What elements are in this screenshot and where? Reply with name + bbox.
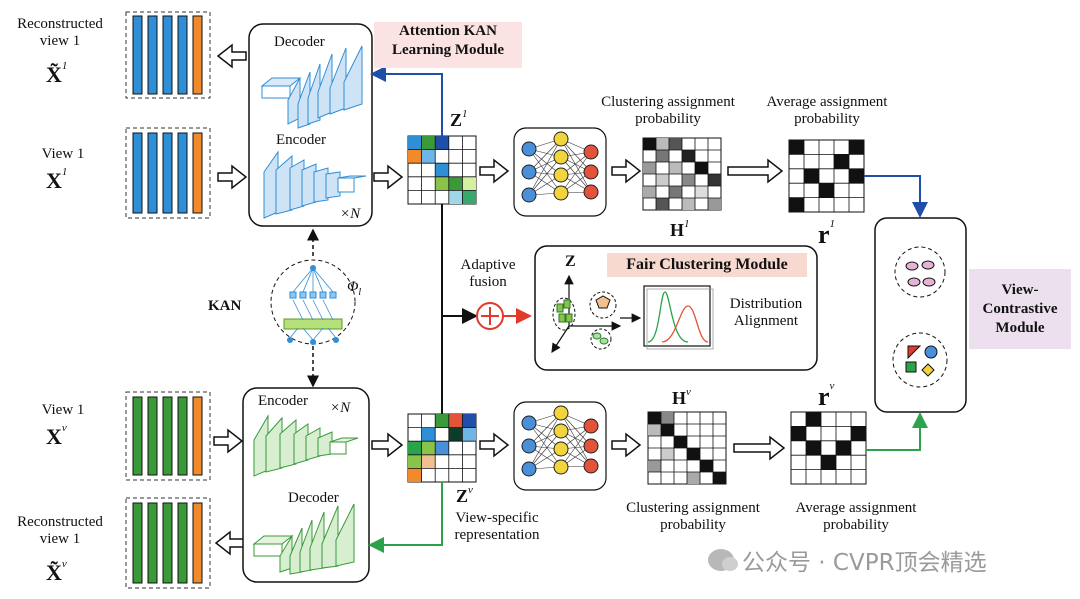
z-axis-label: Z (565, 253, 576, 270)
recon-viewv-line1: Reconstructed (17, 514, 103, 530)
hollow-arrow-z1-to-mlp (479, 158, 510, 184)
hollow-arrow-decoder-to-recon1 (216, 43, 247, 69)
fair-clustering-box (534, 245, 818, 371)
hollow-arrow-decoder-to-reconv (214, 530, 245, 556)
hollow-arrow-viewv-to-encoder (213, 428, 244, 454)
xv-math: Xv (46, 422, 67, 449)
average-bottom-label: Average assignment probability (778, 500, 934, 534)
clustering-bottom-label: Clustering assignment probability (608, 500, 778, 534)
clustering-bottom-line2: probability (660, 517, 726, 533)
average-bottom-line2: probability (823, 517, 889, 533)
view-specific-line2: representation (454, 527, 540, 543)
adaptive-line1: Adaptive (460, 257, 516, 273)
average-top-line1: Average assignment (766, 94, 888, 110)
z1-grid (407, 135, 477, 205)
kan-circle (270, 259, 356, 345)
average-bottom-line1: Average assignment (795, 500, 917, 516)
hollow-arrow-mlp-to-hv (611, 432, 642, 458)
bottom-mlp-network (513, 401, 607, 491)
bottom-decoder-layers (252, 503, 355, 575)
top-times-n-label: ×N (340, 206, 361, 222)
recon-view1-math: X̃1 (46, 60, 68, 87)
hollow-arrow-encoder-to-zv (371, 432, 404, 458)
clustering-top-line1: Clustering assignment (601, 94, 735, 110)
reconstructed-view1-bars (125, 11, 211, 99)
hollow-arrow-hv-to-rv (733, 435, 786, 461)
bottom-encoder-layers (253, 414, 359, 477)
recon-view1-label: Reconstructed view 1 (8, 16, 112, 50)
hollow-arrow-zv-to-mlp (479, 432, 510, 458)
view-contrastive-line1: View- (1001, 281, 1039, 298)
view1-math: X1 (46, 166, 68, 193)
rv-math: rv (818, 380, 835, 411)
distribution-line2: Alignment (733, 313, 799, 329)
fair-clustering-module-label: Fair Clustering Module (607, 253, 807, 277)
bottom-decoder-label: Decoder (288, 490, 339, 506)
kan-label: KAN (208, 298, 242, 314)
rv-to-contrastive-arrow (866, 412, 928, 451)
top-encoder-layers (263, 150, 367, 219)
hollow-arrow-encoder-to-z1 (373, 164, 404, 190)
hv-matrix (647, 411, 727, 485)
r1-to-contrastive-arrow (864, 175, 928, 218)
recon-viewv-line2: view 1 (39, 531, 81, 547)
h1-math: H1 (670, 218, 690, 240)
top-decoder-layers (260, 45, 363, 129)
hollow-arrow-h1-to-r1 (727, 158, 784, 184)
view-contrastive-line3: Module (995, 319, 1045, 336)
view-contrastive-line2: Contrastive (982, 300, 1058, 317)
hv-math: Hv (672, 386, 691, 408)
view-contrastive-module-label: View- Contrastive Module (969, 269, 1071, 349)
average-top-label: Average assignment probability (752, 94, 902, 128)
clustering-bottom-line1: Clustering assignment (626, 500, 760, 516)
clustering-top-line2: probability (635, 111, 701, 127)
r1-matrix (788, 139, 865, 213)
bottom-autoencoder-box (242, 387, 370, 583)
rv-matrix (790, 411, 867, 485)
view1-input-bars (125, 127, 211, 219)
recon-view1-label-line2: view 1 (39, 33, 81, 49)
top-mlp-network (513, 127, 607, 217)
attention-module-line1: Attention KAN (399, 23, 497, 39)
view-specific-label: View-specific representation (440, 510, 554, 544)
top-decoder-label: Decoder (274, 34, 325, 50)
hollow-arrow-view1-to-encoder (217, 164, 248, 190)
view-contrastive-box (874, 217, 967, 413)
recon-viewv-math: X̃v (46, 558, 67, 585)
viewv-label: View 1 (41, 402, 85, 418)
top-encoder-label: Encoder (276, 132, 326, 148)
phi-label: Φl (347, 279, 362, 298)
h1-matrix (642, 137, 722, 211)
distribution-alignment-label: Distribution Alignment (718, 296, 814, 330)
wechat-icon (708, 549, 738, 571)
view1-label: View 1 (41, 146, 85, 162)
fusion-links (441, 204, 478, 414)
z1-math: Z1 (450, 108, 468, 130)
watermark: 公众号 · CVPR顶会精选 (708, 543, 987, 577)
average-top-line2: probability (794, 111, 860, 127)
attention-feedback-arrow (370, 66, 443, 136)
clustering-top-label: Clustering assignment probability (588, 94, 748, 128)
recon-view1-label-line1: Reconstructed (17, 16, 103, 32)
r1-math: r1 (818, 218, 836, 249)
reconstructed-viewv-bars (125, 497, 211, 589)
zv-math: Zv (456, 484, 473, 506)
top-autoencoder-box (248, 23, 373, 227)
adaptive-fusion-node (476, 302, 532, 330)
attention-module-line2: Learning Module (391, 42, 505, 58)
adaptive-line2: fusion (469, 274, 507, 290)
hollow-arrow-mlp-to-h1 (611, 158, 642, 184)
viewv-input-bars (125, 391, 211, 481)
distribution-line1: Distribution (729, 296, 803, 312)
zv-to-decoder-arrow (368, 482, 443, 553)
attention-kan-module-label: Attention KAN Learning Module (374, 22, 522, 68)
bottom-times-n-label: ×N (330, 400, 351, 416)
view-specific-line1: View-specific (455, 510, 539, 526)
watermark-text: 公众号 · CVPR顶会精选 (742, 550, 987, 576)
zv-grid (407, 413, 477, 483)
recon-viewv-label: Reconstructed view 1 (8, 514, 112, 548)
adaptive-fusion-label: Adaptive fusion (452, 257, 524, 291)
bottom-encoder-label: Encoder (258, 393, 308, 409)
